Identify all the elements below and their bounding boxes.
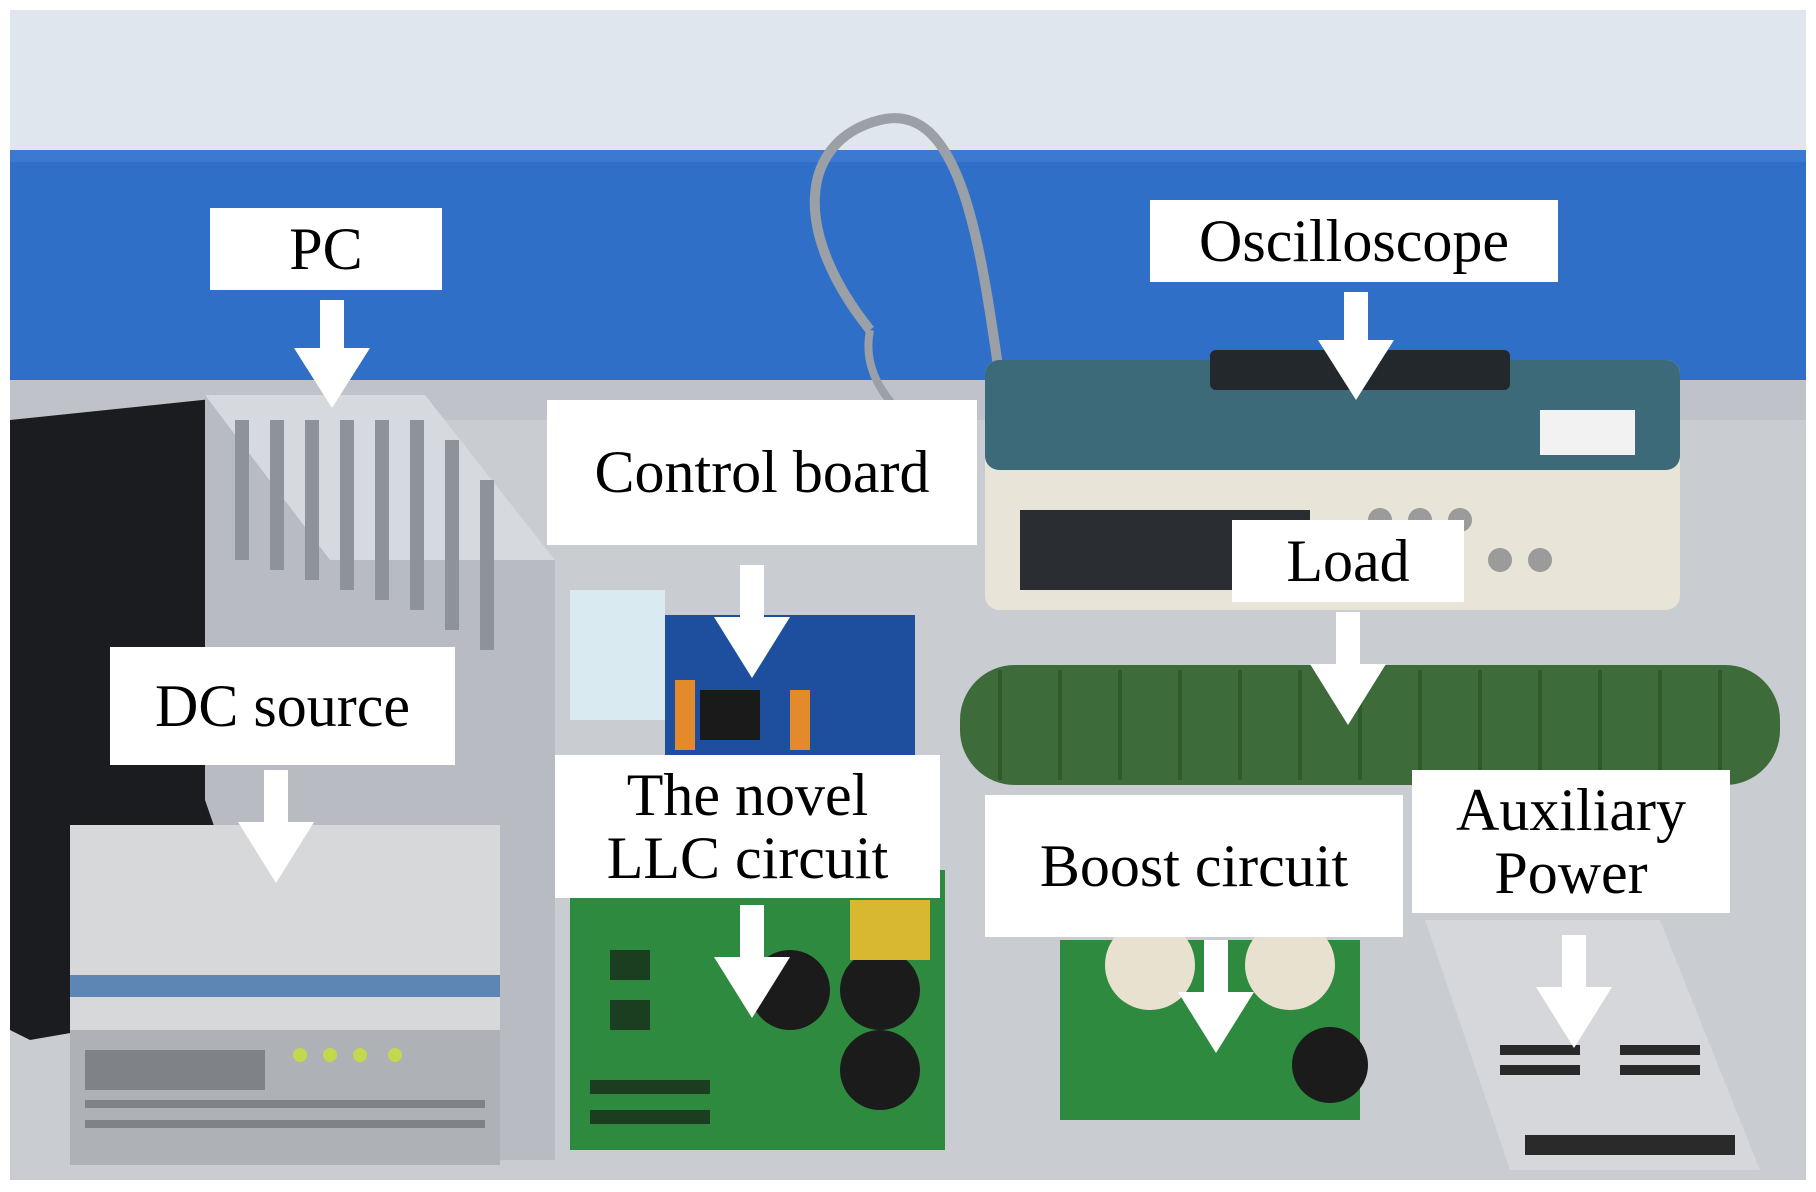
llc-circuit-arrow <box>714 905 790 1018</box>
auxiliary-power-label-line1: Auxiliary <box>1456 776 1686 843</box>
oscilloscope-arrow <box>1318 292 1394 400</box>
auxiliary-power-label-line2: Power <box>1494 839 1648 906</box>
control-board-label: Control board <box>547 400 977 545</box>
llc-circuit-label-line1: The novel <box>626 761 869 828</box>
llc-circuit-label: The novel LLC circuit <box>555 755 940 898</box>
oscilloscope-label: Oscilloscope <box>1150 200 1558 282</box>
pc-label: PC <box>210 208 442 290</box>
dc-source-label-text: DC source <box>155 672 410 739</box>
llc-circuit-label-line2: LLC circuit <box>606 824 889 891</box>
auxiliary-power-label: Auxiliary Power <box>1412 770 1730 913</box>
load-arrow <box>1310 612 1386 725</box>
boost-circuit-arrow <box>1178 940 1254 1053</box>
pc-label-text: PC <box>289 215 363 282</box>
pc-arrow <box>294 300 370 408</box>
load-label-text: Load <box>1286 527 1410 594</box>
control-board-label-text: Control board <box>594 439 930 505</box>
auxiliary-power-arrow <box>1536 935 1612 1048</box>
dc-source-arrow <box>238 770 314 883</box>
control-board-arrow <box>714 565 790 678</box>
dc-source-label: DC source <box>110 647 455 765</box>
oscilloscope-label-text: Oscilloscope <box>1199 207 1509 274</box>
load-label: Load <box>1232 520 1464 602</box>
boost-circuit-label: Boost circuit <box>985 795 1403 937</box>
boost-circuit-label-text: Boost circuit <box>1039 832 1349 899</box>
